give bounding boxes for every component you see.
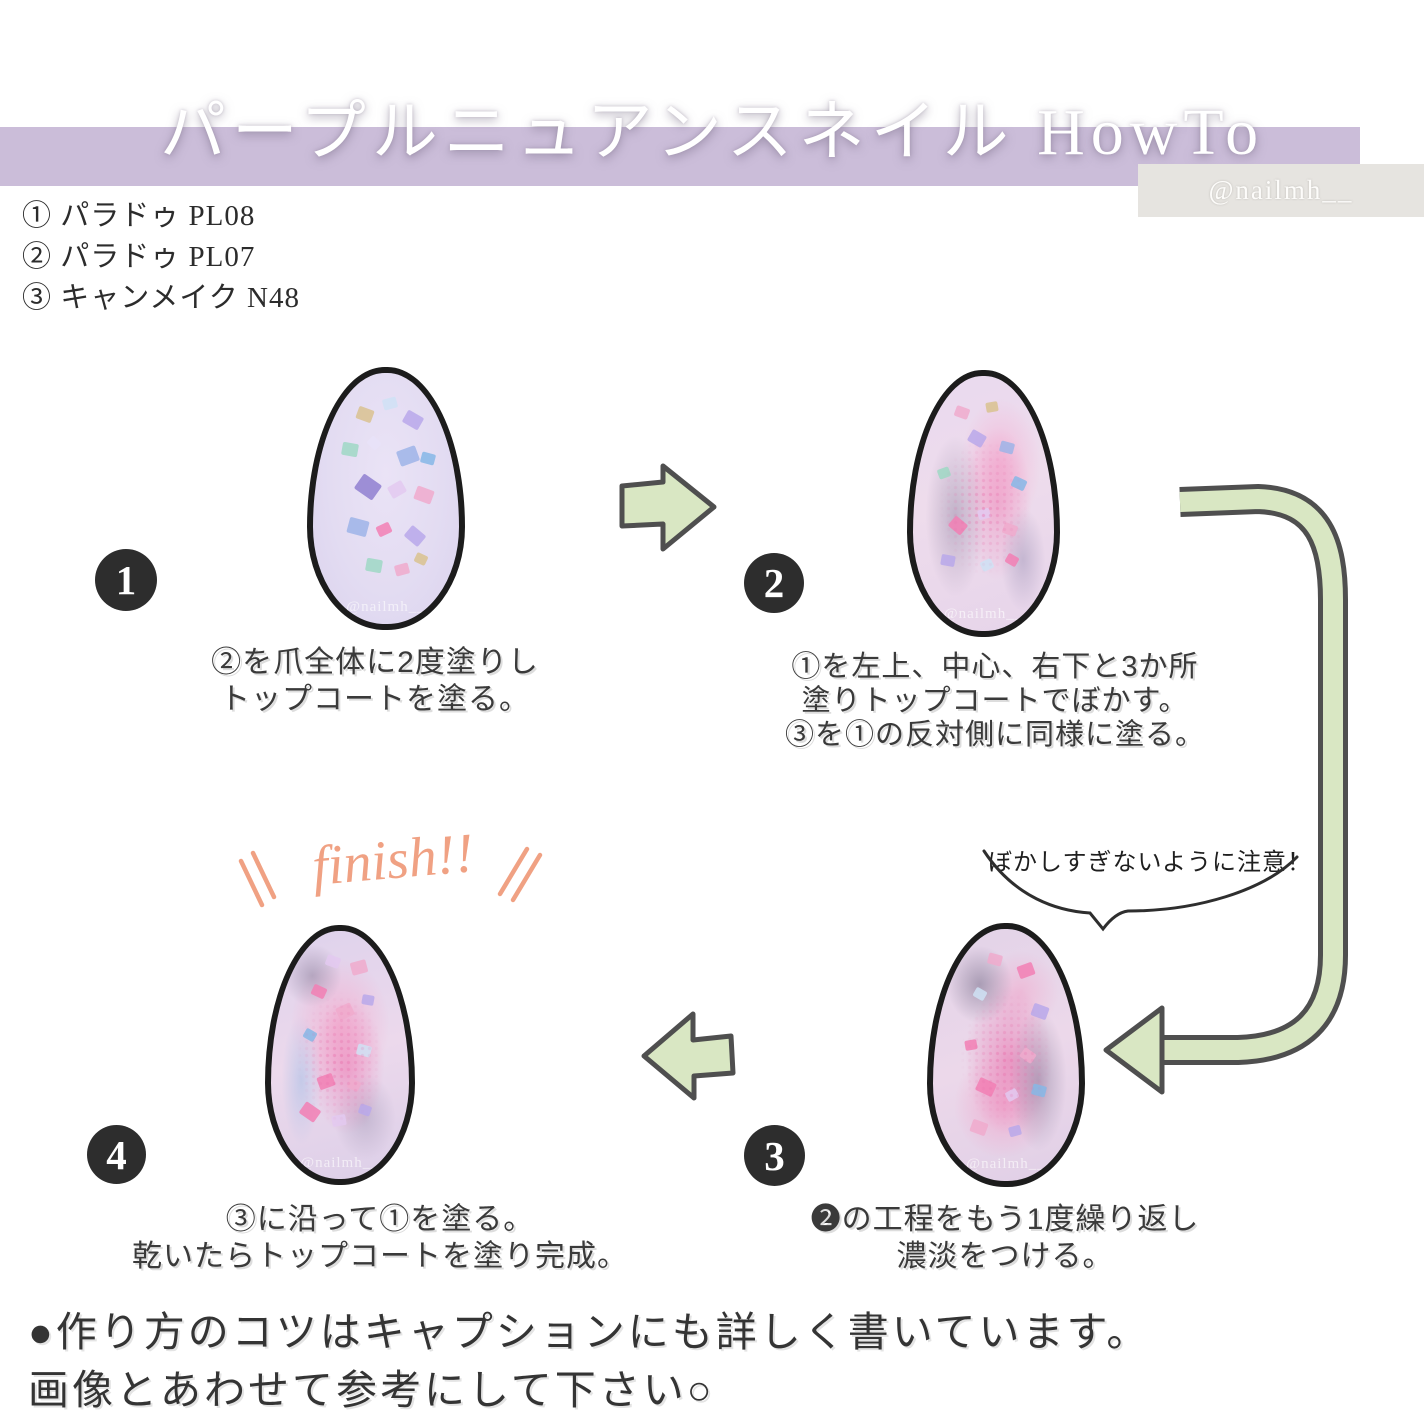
step-2-caption: ①を左上、中心、右下と3か所 塗りトップコートでぼかす。 ③を①の反対側に同様に… <box>745 650 1245 752</box>
nail-watermark: @nailmh__ <box>966 1156 1046 1173</box>
footer-line-2: 画像とあわせて参考にして下さい○ <box>28 1367 715 1413</box>
arrow-left-icon <box>641 1011 736 1101</box>
caption-line: ❷の工程をもう1度繰り返し <box>810 1203 1200 1236</box>
holo-flake <box>355 405 375 424</box>
nail-watermark: @nailmh__ <box>346 599 426 616</box>
handle-badge: @nailmh__ <box>1138 164 1424 217</box>
holo-flake <box>298 1100 322 1123</box>
holo-flake <box>1030 1002 1051 1020</box>
holo-flake <box>1004 552 1020 567</box>
caption-line: 塗りトップコートでぼかす。 <box>801 685 1189 717</box>
footer-line-1: ●作り方のコツはキャプションにも詳しく書いています。 <box>28 1309 1151 1355</box>
holo-flake <box>316 1072 336 1091</box>
holo-flake <box>964 1038 978 1051</box>
title-band <box>0 127 1360 186</box>
page-title: パープルニュアンスネイル HowTo <box>159 96 1265 169</box>
holo-flake <box>401 409 424 431</box>
holo-flake <box>349 958 369 976</box>
holo-flake <box>346 1077 362 1092</box>
holo-flake <box>386 480 408 500</box>
curved-arrow-icon <box>1103 483 1348 1095</box>
step-4-badge: 4 <box>87 1125 146 1184</box>
holo-flake <box>366 435 383 452</box>
footer-note: ●作り方のコツはキャプションにも詳しく書いています。 画像とあわせて参考にして下… <box>28 1303 1150 1419</box>
holo-flake <box>381 396 399 411</box>
holo-flake <box>361 994 375 1007</box>
holo-flake <box>355 1043 372 1058</box>
holo-flake <box>1001 521 1019 537</box>
caption-line: 乾いたらトップコートを塗り完成。 <box>132 1240 628 1273</box>
holo-flake <box>1004 1087 1020 1103</box>
nail-illustration-step-3: @nailmh__ <box>927 923 1085 1187</box>
step-1-caption: ②を爪全体に2度塗りし トップコートを塗る。 <box>165 644 585 718</box>
holo-flake <box>404 524 427 547</box>
materials-list: ① パラドゥ PL08 ② パラドゥ PL07 ③ キャンメイク N48 <box>22 196 300 319</box>
holo-flake <box>364 557 383 574</box>
holo-flake <box>302 1027 318 1043</box>
holo-flake <box>1031 1083 1048 1098</box>
material-item-3: ③ キャンメイク N48 <box>22 282 300 314</box>
nail-illustration-step-2: @nailmh__ <box>907 370 1060 637</box>
holo-flake <box>1018 1046 1037 1064</box>
note-speech-bubble-text: ぼかしすぎないように注意！ <box>987 849 1313 876</box>
holo-flake <box>1007 1124 1022 1137</box>
holo-flake <box>947 515 968 536</box>
caption-line: ①を左上、中心、右下と3か所 <box>791 651 1199 683</box>
step-3-badge: 3 <box>744 1125 805 1186</box>
caption-line: トップコートを塗る。 <box>220 683 530 716</box>
holo-flake <box>330 1113 347 1127</box>
holo-flake <box>979 557 995 572</box>
finish-label: finish!! <box>309 822 477 898</box>
handle-text: @nailmh__ <box>1208 175 1354 205</box>
holo-flake <box>972 987 988 1002</box>
holo-flake <box>341 441 360 458</box>
step-4-caption: ③に沿って①を塗る。 乾いたらトップコートを塗り完成。 <box>60 1201 700 1275</box>
holo-flake <box>393 562 410 577</box>
holo-flake <box>395 445 420 468</box>
holo-flake <box>967 428 988 449</box>
step-3-caption: ❷の工程をもう1度繰り返し 濃淡をつける。 <box>760 1201 1250 1275</box>
nail-illustration-step-4: @nailmh__ <box>265 925 415 1185</box>
holo-flake <box>940 553 957 567</box>
holo-flake <box>976 507 991 520</box>
holo-flake <box>987 952 1004 967</box>
arrow-right-icon <box>619 463 717 552</box>
step-2-badge: 2 <box>744 553 804 613</box>
holo-flake <box>1015 961 1036 980</box>
holo-flake <box>419 451 437 466</box>
step-1-badge: 1 <box>95 549 157 611</box>
holo-flake <box>974 1077 997 1098</box>
holo-flake <box>310 983 329 999</box>
holo-flake <box>953 404 971 420</box>
holo-flake <box>357 1102 373 1117</box>
holo-flake <box>375 521 393 538</box>
holo-flake <box>353 473 382 502</box>
holo-flake <box>937 466 952 480</box>
nail-watermark: @nailmh__ <box>300 1154 380 1171</box>
holo-flake <box>324 953 342 969</box>
holo-flake <box>346 516 370 537</box>
caption-line: ③を①の反対側に同様に塗る。 <box>784 719 1205 751</box>
caption-line: ③に沿って①を塗る。 <box>225 1203 535 1236</box>
holo-flake <box>335 1002 356 1022</box>
holo-flake <box>413 551 429 566</box>
material-item-1: ① パラドゥ PL08 <box>22 200 256 232</box>
caption-line: ②を爪全体に2度塗りし <box>211 646 539 679</box>
holo-flake <box>413 485 436 506</box>
caption-line: 濃淡をつける。 <box>896 1240 1114 1273</box>
holo-flake <box>985 400 1000 413</box>
material-item-2: ② パラドゥ PL07 <box>22 241 256 273</box>
holo-flake <box>999 440 1016 455</box>
nail-illustration-step-1: @nailmh__ <box>307 367 465 630</box>
holo-flake <box>1010 475 1028 492</box>
holo-flake <box>969 1118 989 1136</box>
nail-watermark: @nailmh__ <box>943 606 1024 623</box>
